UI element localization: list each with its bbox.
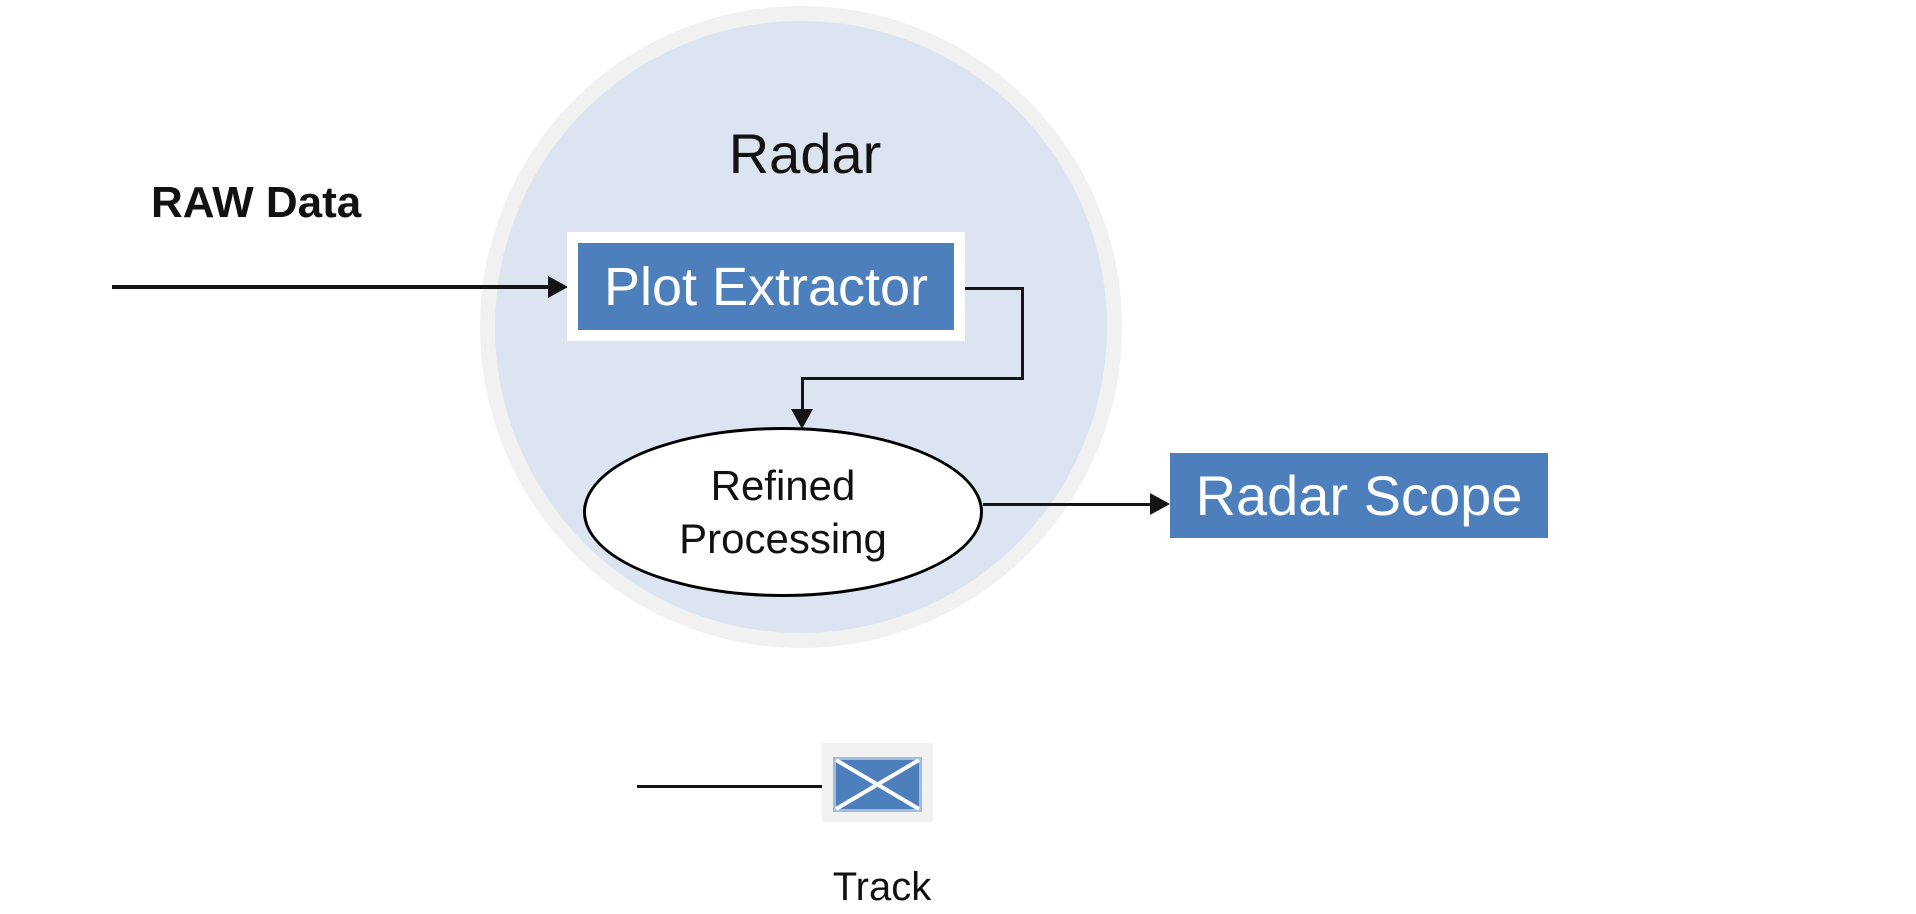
- plot-to-refined-connector-segment: [965, 287, 1024, 290]
- radar-scope-node: Radar Scope: [1170, 453, 1548, 538]
- plot-to-refined-connector-segment: [1021, 287, 1024, 380]
- track-legend-label: Track: [832, 865, 932, 909]
- refined-to-scope-arrowhead-icon: [1150, 493, 1170, 515]
- radar-system-label: Radar: [728, 122, 882, 185]
- plot-to-refined-connector-segment: [801, 377, 1024, 380]
- refined-to-scope-arrow-line: [983, 503, 1150, 506]
- plot-to-refined-connector-segment: [801, 377, 804, 413]
- raw-data-arrowhead-icon: [548, 276, 568, 298]
- raw-data-arrow-line: [112, 285, 549, 289]
- refined-processing-label: Refined Processing: [679, 462, 887, 562]
- plot-extractor-node: Plot Extractor: [567, 232, 965, 341]
- plot-extractor-label: Plot Extractor: [603, 256, 929, 317]
- raw-data-edge-label: RAW Data: [151, 178, 362, 227]
- track-crossed-box-icon: [822, 743, 933, 822]
- radar-scope-label: Radar Scope: [1195, 464, 1523, 527]
- plot-to-refined-arrowhead-icon: [791, 409, 813, 429]
- track-legend-line: [637, 785, 822, 788]
- refined-processing-node: Refined Processing: [583, 427, 983, 597]
